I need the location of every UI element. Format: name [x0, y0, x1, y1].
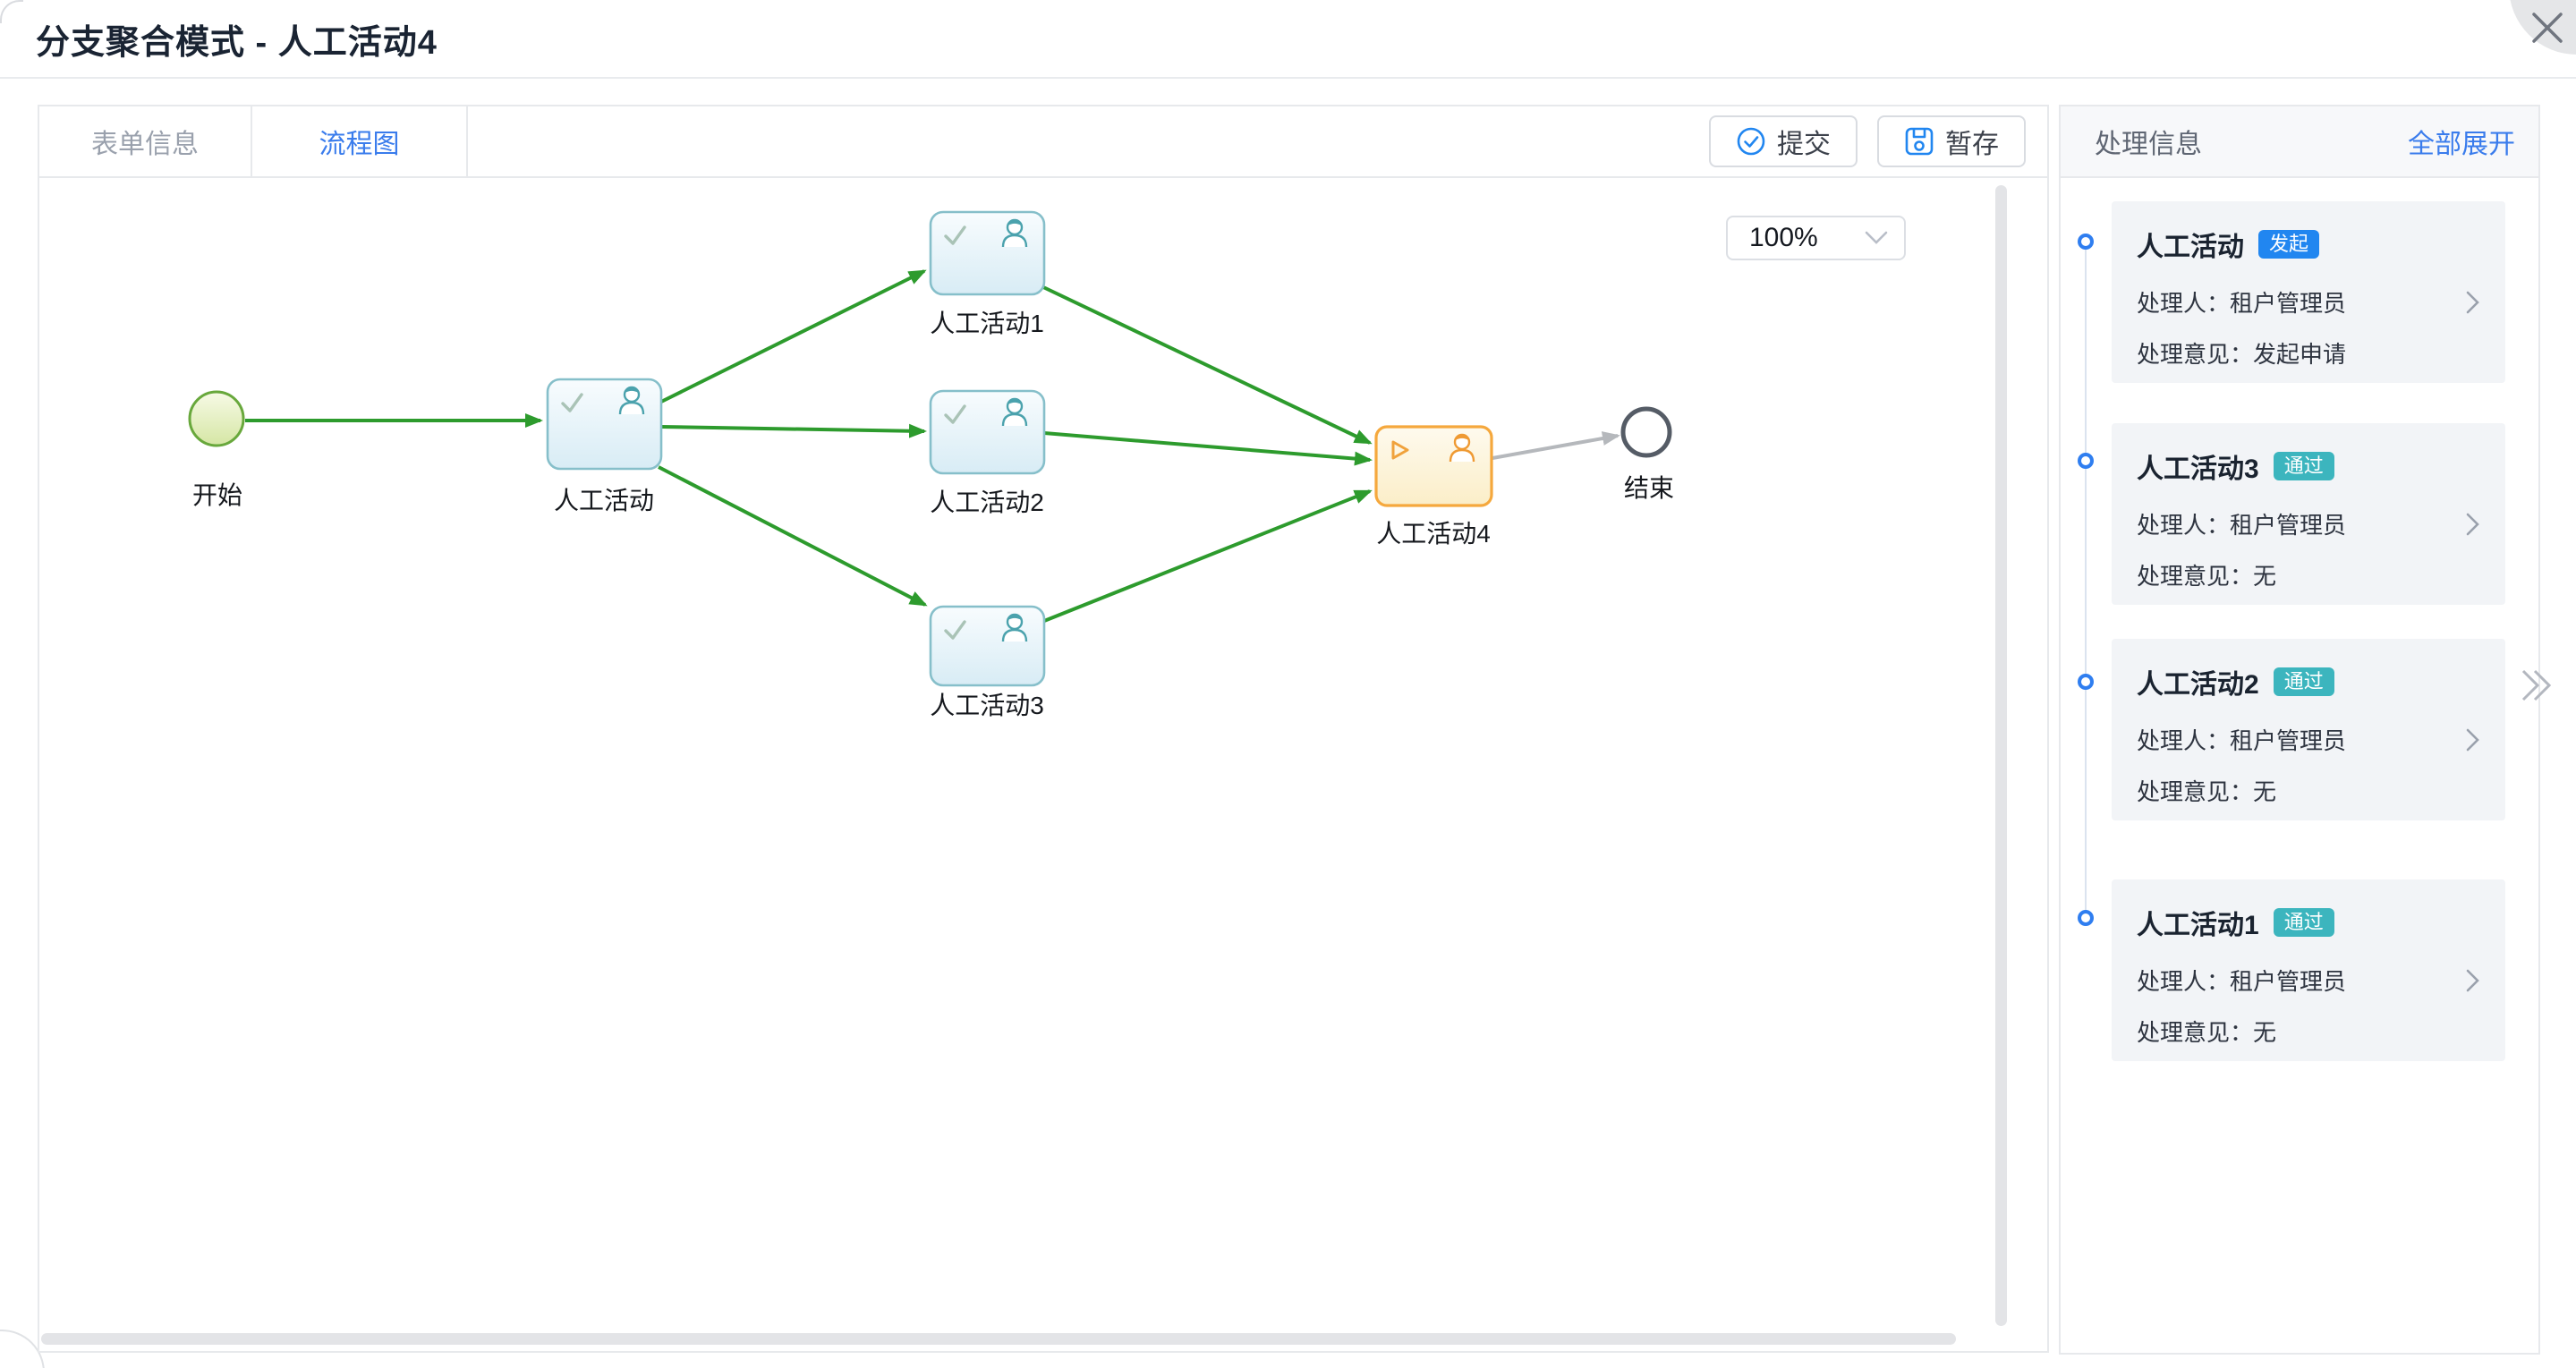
node-start[interactable]: 开始 [188, 390, 245, 509]
handler-row[interactable]: 处理人： 租户管理员 [2137, 285, 2480, 319]
process-record-card: 人工活动2 通过 处理人： 租户管理员 处理意见： 无 [2112, 639, 2505, 820]
edge-task3-task4 [1043, 489, 1373, 623]
handler-label: 处理人： [2137, 512, 2231, 539]
opinion-row: 处理意见： 无 [2137, 558, 2480, 591]
submit-button-label: 提交 [1777, 130, 1831, 159]
handler-label: 处理人： [2137, 290, 2231, 317]
handler-row[interactable]: 处理人： 租户管理员 [2137, 507, 2480, 540]
tab-form-info[interactable]: 表单信息 [39, 106, 252, 176]
handler-label: 处理人： [2137, 968, 2231, 995]
timeline-line [2085, 242, 2087, 918]
node-end-label: 结束 [1624, 474, 1674, 502]
process-record-card: 人工活动3 通过 处理人： 租户管理员 处理意见： 无 [2112, 423, 2505, 605]
panel-title: 处理信息 [2095, 130, 2202, 159]
handler-value: 租户管理员 [2230, 512, 2347, 539]
toolbar: 提交 暂存 [1709, 106, 2047, 176]
node-task4-current[interactable]: 人工活动4 [1374, 425, 1493, 548]
node-task2-label: 人工活动2 [930, 489, 1044, 516]
record-node-name: 人工活动 [2137, 233, 2244, 262]
opinion-row: 处理意见： 无 [2137, 1015, 2480, 1048]
chevron-down-icon [1865, 231, 1888, 244]
timeline-dot [2078, 910, 2094, 926]
node-task0[interactable]: 人工活动 [546, 378, 663, 514]
submit-button[interactable]: 提交 [1709, 115, 1858, 167]
timeline-dot [2078, 234, 2094, 250]
opinion-row: 处理意见： 无 [2137, 774, 2480, 807]
panel-body: 人工活动 发起 处理人： 租户管理员 处理意见： 发起申请 [2061, 178, 2538, 1351]
node-task1[interactable]: 人工活动1 [929, 210, 1046, 337]
chevron-right-icon[interactable] [2466, 290, 2480, 315]
panel-collapse-handle[interactable] [2518, 664, 2554, 707]
node-task3-label: 人工活动3 [930, 692, 1044, 719]
opinion-value: 无 [2253, 1019, 2277, 1046]
chevron-right-icon[interactable] [2466, 512, 2480, 537]
panel-header: 处理信息 全部展开 [2061, 106, 2538, 178]
bpmn-diagram: 开始 人工活动 人工活动1 [188, 210, 1674, 719]
main-content-box: 表单信息 流程图 提交 暂存 [38, 105, 2049, 1353]
edge-task2-task4 [1043, 431, 1373, 466]
opinion-value: 无 [2253, 563, 2277, 590]
floppy-save-icon [1905, 127, 1934, 156]
opinion-label: 处理意见： [2137, 778, 2254, 805]
dialog-rounded-corner [0, 0, 23, 23]
process-record-card: 人工活动 发起 处理人： 租户管理员 处理意见： 发起申请 [2112, 201, 2505, 383]
tab-bar: 表单信息 流程图 提交 暂存 [39, 106, 2047, 178]
opinion-label: 处理意见： [2137, 341, 2254, 368]
flow-edges [245, 269, 1620, 623]
chevron-right-icon[interactable] [2466, 968, 2480, 993]
handler-value: 租户管理员 [2230, 727, 2347, 754]
double-chevron-right-icon [2521, 669, 2552, 701]
check-circle-icon [1737, 127, 1765, 156]
status-badge: 通过 [2273, 667, 2334, 696]
node-task1-label: 人工活动1 [930, 310, 1044, 337]
handler-value: 租户管理员 [2230, 968, 2347, 995]
node-task0-label: 人工活动 [554, 487, 654, 514]
timeline-dot [2078, 674, 2094, 690]
tab-flow-diagram-label: 流程图 [319, 130, 400, 159]
node-end[interactable]: 结束 [1620, 406, 1674, 502]
timeline-dot [2078, 453, 2094, 469]
edge-task0-task3 [658, 465, 928, 607]
dialog-titlebar: 分支聚合模式 - 人工活动4 [0, 0, 2576, 79]
edge-task4-end [1492, 431, 1620, 460]
status-badge: 发起 [2258, 230, 2320, 259]
status-badge: 通过 [2273, 452, 2334, 480]
handler-value: 租户管理员 [2230, 290, 2347, 317]
chevron-right-icon[interactable] [2466, 727, 2480, 752]
horizontal-scrollbar-thumb[interactable] [41, 1333, 1956, 1345]
opinion-row: 处理意见： 发起申请 [2137, 336, 2480, 370]
edge-task0-task2 [660, 423, 927, 438]
record-node-name: 人工活动3 [2137, 455, 2259, 484]
tab-flow-diagram[interactable]: 流程图 [252, 106, 468, 176]
opinion-label: 处理意见： [2137, 563, 2254, 590]
handler-row[interactable]: 处理人： 租户管理员 [2137, 723, 2480, 756]
save-draft-button[interactable]: 暂存 [1877, 115, 2026, 167]
edge-task0-task1 [660, 269, 927, 404]
processing-info-panel: 处理信息 全部展开 人工活动 发起 处理人： 租户管理员 [2059, 105, 2540, 1355]
node-task3[interactable]: 人工活动3 [929, 605, 1046, 719]
record-node-name: 人工活动1 [2137, 911, 2259, 940]
handler-row[interactable]: 处理人： 租户管理员 [2137, 964, 2480, 997]
flow-canvas[interactable]: 开始 人工活动 人工活动1 [39, 178, 2047, 1349]
tab-form-info-label: 表单信息 [91, 130, 199, 159]
zoom-level-value: 100% [1749, 223, 1818, 252]
record-node-name: 人工活动2 [2137, 670, 2259, 700]
node-task4-label: 人工活动4 [1376, 520, 1491, 548]
zoom-level-select[interactable]: 100% [1726, 216, 1906, 260]
close-icon[interactable] [2529, 9, 2566, 47]
node-task2[interactable]: 人工活动2 [929, 389, 1046, 516]
opinion-label: 处理意见： [2137, 1019, 2254, 1046]
expand-all-link[interactable]: 全部展开 [2408, 130, 2515, 159]
node-start-label: 开始 [192, 481, 242, 509]
opinion-value: 无 [2253, 778, 2277, 805]
edge-task1-task4 [1041, 285, 1373, 445]
process-record-card: 人工活动1 通过 处理人： 租户管理员 处理意见： 无 [2112, 879, 2505, 1061]
opinion-value: 发起申请 [2253, 341, 2347, 368]
save-draft-button-label: 暂存 [1945, 130, 1999, 159]
vertical-scrollbar-thumb[interactable] [1995, 185, 2007, 1326]
handler-label: 处理人： [2137, 727, 2231, 754]
page-title: 分支聚合模式 - 人工活动4 [36, 23, 438, 62]
status-badge: 通过 [2273, 908, 2334, 937]
